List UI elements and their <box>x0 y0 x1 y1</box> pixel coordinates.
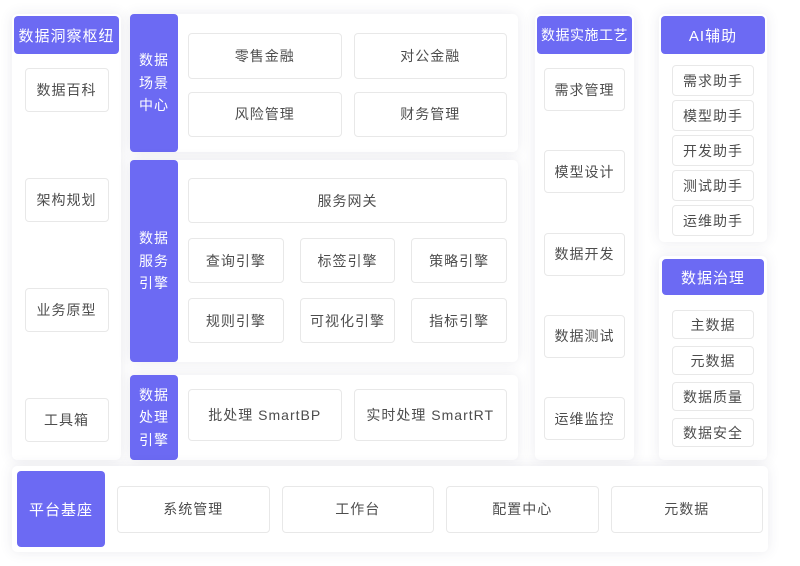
node-query-engine: 查询引擎 <box>188 238 284 283</box>
section-header-ai-assist: AI辅助 <box>661 16 765 54</box>
node-tag-engine: 标签引擎 <box>299 238 396 283</box>
node-workbench: 工作台 <box>281 485 434 533</box>
panel-data-processing-engine: 数据 处理 引擎 批处理 SmartBP 实时处理 SmartRT <box>130 375 518 460</box>
node-batch-processing-smartbp: 批处理 SmartBP <box>188 389 342 441</box>
node-data-encyclopedia: 数据百科 <box>24 68 109 112</box>
panel-data-scene-center: 数据 场景 中心 零售金融 对公金融 风险管理 财务管理 <box>130 14 518 152</box>
node-metadata: 元数据 <box>672 346 754 375</box>
node-master-data: 主数据 <box>672 310 754 339</box>
panel-data-service-engine: 数据 服务 引擎 服务网关 查询引擎 标签引擎 策略引擎 规则引擎 可视化引擎 … <box>130 160 518 362</box>
ai-assist-nodes: 需求助手 模型助手 开发助手 测试助手 运维助手 <box>659 56 767 242</box>
node-corporate-finance: 对公金融 <box>353 33 507 79</box>
node-metadata-base: 元数据 <box>610 485 763 533</box>
node-realtime-processing-smartrt: 实时处理 SmartRT <box>353 389 507 441</box>
panel-ai-assist: AI辅助 需求助手 模型助手 开发助手 测试助手 运维助手 <box>659 14 767 242</box>
node-business-prototype: 业务原型 <box>24 288 109 332</box>
node-data-security: 数据安全 <box>672 418 754 447</box>
engine-grid: 查询引擎 标签引擎 策略引擎 规则引擎 可视化引擎 指标引擎 <box>188 238 507 343</box>
node-model-design: 模型设计 <box>544 150 625 194</box>
section-header-data-implementation-process: 数据实施工艺 <box>537 16 632 54</box>
node-model-assistant: 模型助手 <box>672 100 754 131</box>
node-risk-management: 风险管理 <box>188 91 342 137</box>
vertical-label-data-processing-engine: 数据 处理 引擎 <box>130 375 178 460</box>
panel-platform-base: 平台基座 系统管理 工作台 配置中心 元数据 <box>12 466 768 552</box>
node-development-assistant: 开发助手 <box>672 135 754 166</box>
node-toolbox: 工具箱 <box>24 398 109 442</box>
vertical-label-data-scene-center: 数据 场景 中心 <box>130 14 178 152</box>
section-header-data-insight-hub: 数据洞察枢纽 <box>14 16 119 54</box>
node-ops-assistant: 运维助手 <box>672 205 754 236</box>
node-data-quality: 数据质量 <box>672 382 754 411</box>
node-data-development: 数据开发 <box>544 232 625 276</box>
node-system-management: 系统管理 <box>117 485 270 533</box>
panel-data-insight-hub: 数据洞察枢纽 数据百科 架构规划 业务原型 工具箱 <box>12 14 121 460</box>
node-testing-assistant: 测试助手 <box>672 170 754 201</box>
service-engine-nodes: 服务网关 查询引擎 标签引擎 策略引擎 规则引擎 可视化引擎 指标引擎 <box>178 160 518 362</box>
node-strategy-engine: 策略引擎 <box>411 238 507 283</box>
node-service-gateway: 服务网关 <box>188 178 507 223</box>
node-retail-finance: 零售金融 <box>188 33 342 79</box>
section-header-platform-base: 平台基座 <box>17 471 105 547</box>
insight-hub-nodes: 数据百科 架构规划 业务原型 工具箱 <box>12 56 121 460</box>
node-architecture-planning: 架构规划 <box>24 178 109 222</box>
node-requirement-management: 需求管理 <box>544 68 625 111</box>
node-metric-engine: 指标引擎 <box>411 298 507 343</box>
node-ops-monitoring: 运维监控 <box>544 397 625 440</box>
panel-data-governance: 数据治理 主数据 元数据 数据质量 数据安全 <box>659 256 767 460</box>
node-data-testing: 数据测试 <box>544 314 625 358</box>
processing-engine-nodes: 批处理 SmartBP 实时处理 SmartRT <box>178 375 518 460</box>
implementation-nodes: 需求管理 模型设计 数据开发 数据测试 运维监控 <box>535 54 634 460</box>
scene-center-nodes: 零售金融 对公金融 风险管理 财务管理 <box>178 14 518 152</box>
node-requirement-assistant: 需求助手 <box>672 65 754 96</box>
panel-data-implementation-process: 数据实施工艺 需求管理 模型设计 数据开发 数据测试 运维监控 <box>535 14 634 460</box>
node-visualization-engine: 可视化引擎 <box>299 298 396 343</box>
governance-nodes: 主数据 元数据 数据质量 数据安全 <box>659 295 767 460</box>
node-config-center: 配置中心 <box>446 485 599 533</box>
node-financial-management: 财务管理 <box>353 91 507 137</box>
section-header-data-governance: 数据治理 <box>662 259 764 295</box>
node-rule-engine: 规则引擎 <box>188 298 284 343</box>
vertical-label-data-service-engine: 数据 服务 引擎 <box>130 160 178 362</box>
